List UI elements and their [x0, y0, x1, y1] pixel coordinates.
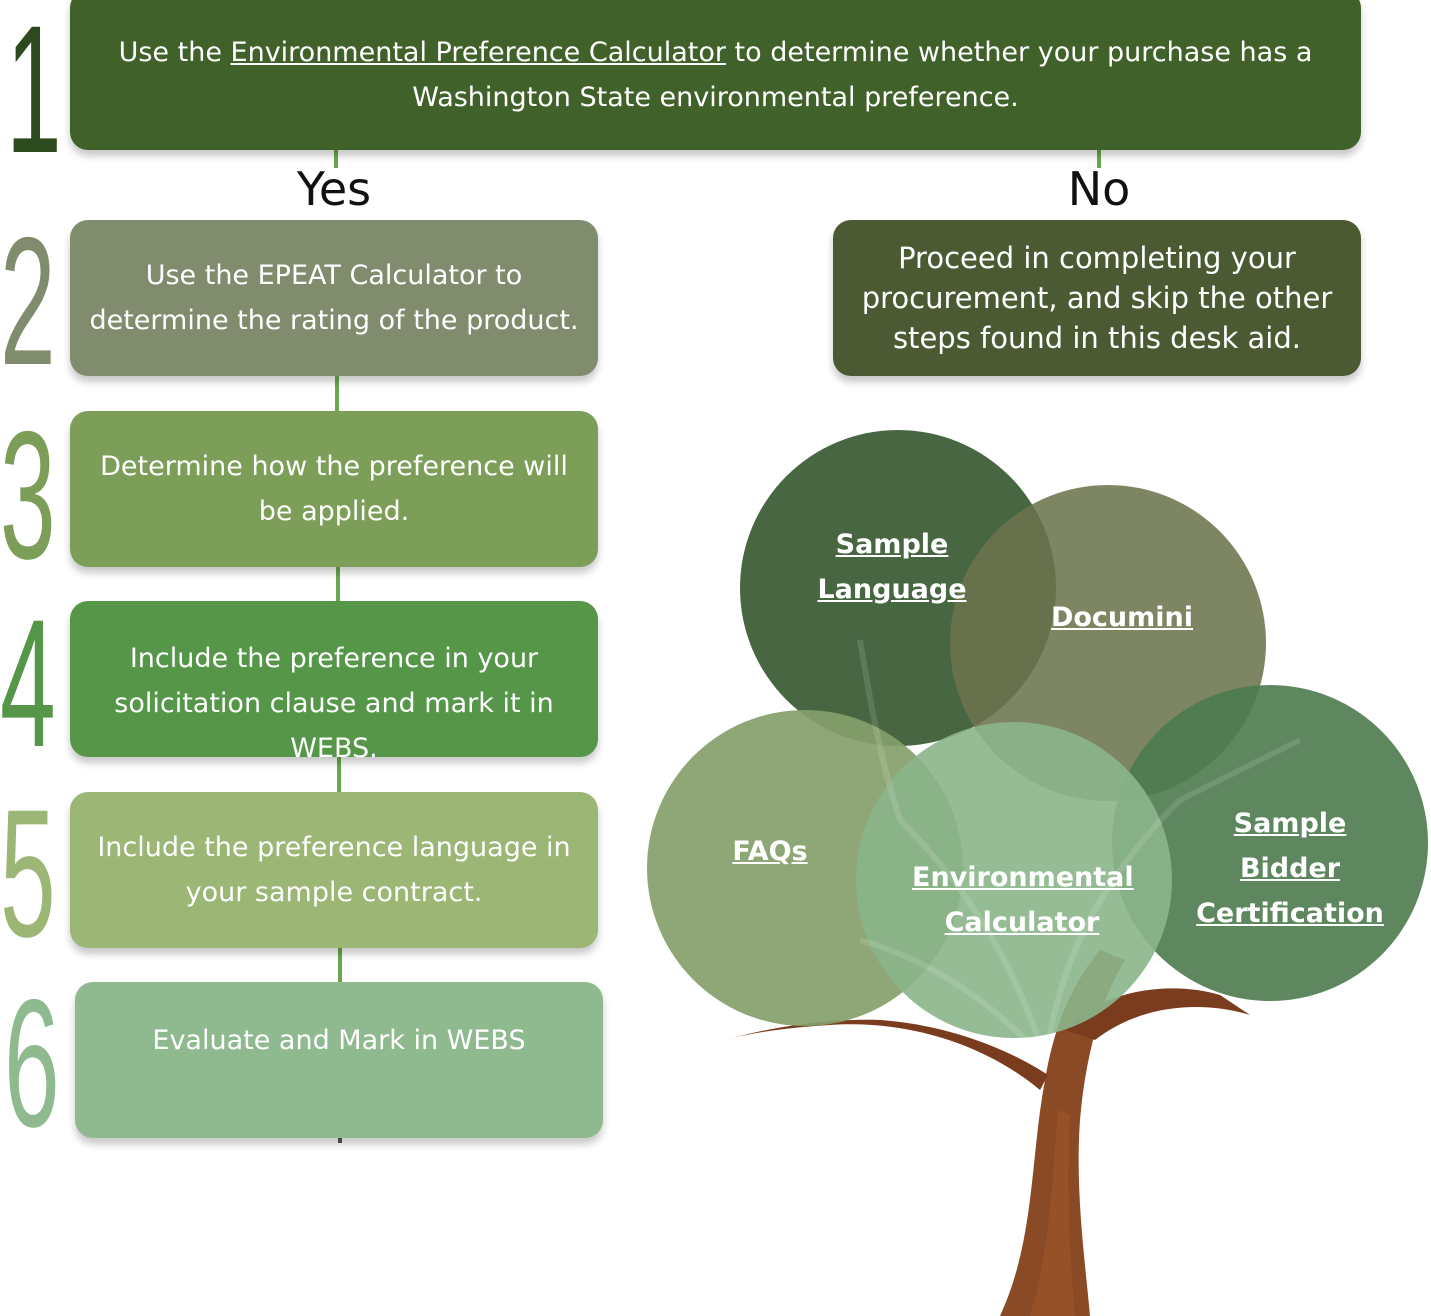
- connector-6-end: [338, 1137, 342, 1143]
- sample-language-link[interactable]: Sample Language: [817, 529, 967, 605]
- step-2-text: Use the EPEAT Calculator to determine th…: [89, 260, 579, 336]
- connector-5-6: [338, 947, 342, 983]
- connector-2-3: [335, 376, 339, 412]
- no-label: No: [1067, 162, 1131, 216]
- connector-no: [1097, 150, 1101, 168]
- step-number-1: 1: [6, 0, 62, 191]
- no-branch-box: Proceed in completing your procurement, …: [833, 220, 1361, 376]
- step-number-4: 4: [0, 581, 56, 785]
- step-5-text: Include the preference language in your …: [97, 832, 571, 908]
- step-number-5: 5: [0, 771, 56, 975]
- documini-link[interactable]: Documini: [1050, 602, 1194, 633]
- step-number-6: 6: [4, 961, 60, 1165]
- step-2-box: Use the EPEAT Calculator to determine th…: [70, 220, 598, 376]
- step-6-box: Evaluate and Mark in WEBS: [75, 982, 603, 1138]
- step-5-box: Include the preference language in your …: [70, 792, 598, 948]
- step-number-3: 3: [0, 393, 56, 597]
- step-3-box: Determine how the preference will be app…: [70, 411, 598, 567]
- environmental-calculator-link[interactable]: Environmental Calculator: [912, 862, 1134, 938]
- step-1-text: Use the Environmental Preference Calcula…: [118, 37, 1313, 113]
- faqs-link[interactable]: FAQs: [732, 836, 808, 867]
- connector-4-5: [337, 757, 341, 793]
- step-4-box: Include the preference in your solicitat…: [70, 601, 598, 764]
- yes-label: Yes: [296, 162, 372, 216]
- connector-3-4: [336, 567, 340, 603]
- environmental-preference-calculator-link[interactable]: Environmental Preference Calculator: [230, 37, 726, 68]
- sample-bidder-certification-link[interactable]: Sample Bidder Certification: [1196, 808, 1384, 929]
- connector-yes: [334, 150, 338, 168]
- no-branch-text: Proceed in completing your procurement, …: [861, 241, 1333, 355]
- step-1-box: Use the Environmental Preference Calcula…: [70, 0, 1361, 150]
- leaf-sample-bidder: [1112, 685, 1428, 1001]
- leaf-env-calc: [856, 722, 1172, 1038]
- step-6-text: Evaluate and Mark in WEBS: [152, 1025, 526, 1056]
- step-number-2: 2: [0, 199, 56, 403]
- step-4-text: Include the preference in your solicitat…: [114, 642, 554, 764]
- step-3-text: Determine how the preference will be app…: [100, 451, 568, 527]
